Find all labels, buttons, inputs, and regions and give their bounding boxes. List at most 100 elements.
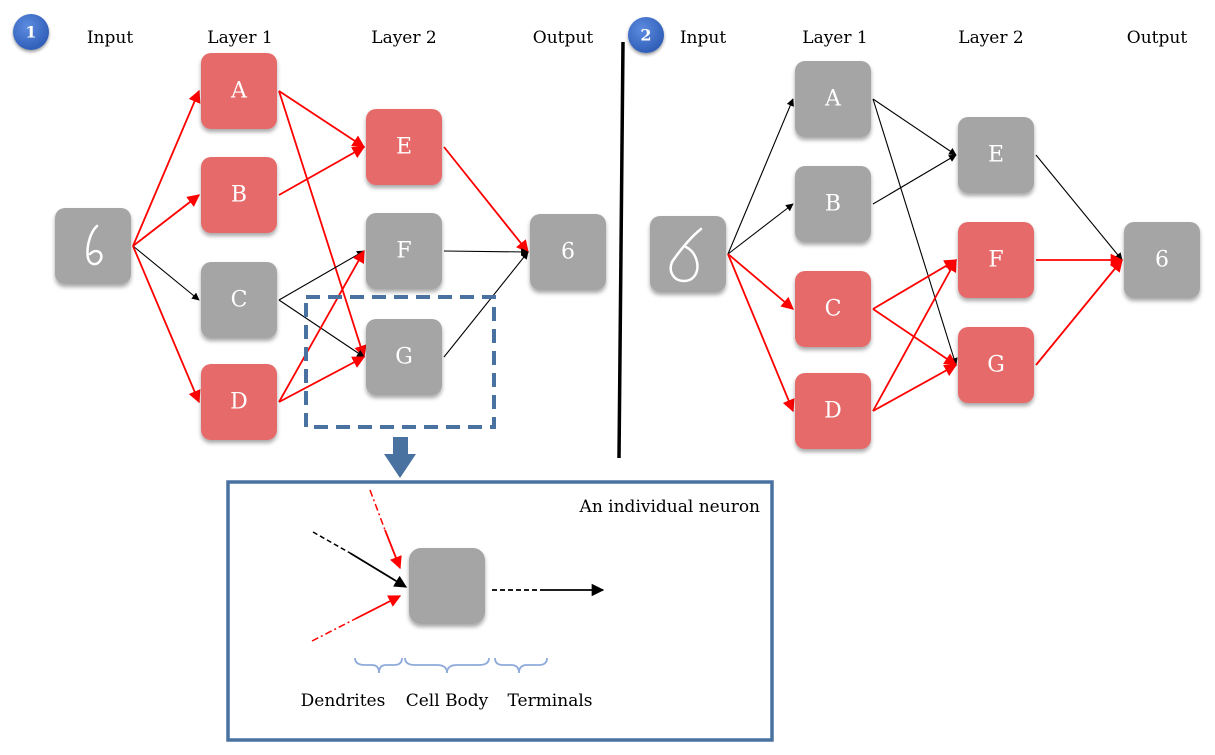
node-box bbox=[201, 53, 277, 129]
neuron-detail-box: An individual neuron Dendrites Cell bbox=[226, 480, 774, 742]
edge-B-to-E bbox=[278, 146, 366, 196]
neuron-box-title: An individual neuron bbox=[579, 497, 761, 517]
node-f: F bbox=[958, 222, 1034, 298]
node-c: C bbox=[795, 271, 871, 347]
panel-1: 1 Input Layer 1 Layer 2 Output A B C D E F G 6 bbox=[13, 14, 606, 478]
column-label-output: Output bbox=[533, 28, 594, 48]
down-arrow-icon bbox=[384, 437, 416, 478]
edge-C-to-G bbox=[278, 299, 365, 358]
node-e: E bbox=[958, 117, 1034, 193]
label-cell-body: Cell Body bbox=[406, 691, 489, 711]
column-label-layer-1: Layer 1 bbox=[802, 28, 867, 48]
node-box bbox=[958, 222, 1034, 298]
brace-dendrites bbox=[354, 657, 403, 674]
panel-2-badge: 2 bbox=[628, 17, 664, 53]
badge-number: 1 bbox=[25, 23, 36, 42]
edge-C-to-F bbox=[278, 250, 365, 301]
node-label: D bbox=[230, 390, 248, 415]
highlight-box-neuron-g bbox=[304, 295, 496, 429]
edge-in-to-C bbox=[132, 245, 200, 301]
node-out: 6 bbox=[1124, 222, 1200, 298]
column-label-layer-2: Layer 2 bbox=[958, 28, 1023, 48]
node-b: B bbox=[201, 157, 277, 233]
node-label: A bbox=[230, 79, 248, 104]
edge-A-to-G bbox=[872, 98, 958, 366]
panel-2-nodes: A B C D E F G 6 bbox=[795, 61, 1200, 449]
column-label-layer-1: Layer 1 bbox=[207, 28, 272, 48]
label-dendrites: Dendrites bbox=[301, 691, 386, 711]
node-label: E bbox=[988, 143, 1004, 168]
panel-1-badge: 1 bbox=[13, 14, 49, 50]
input-digit-zero bbox=[650, 216, 726, 292]
edge-in-to-B bbox=[132, 194, 200, 247]
panel-divider bbox=[617, 41, 625, 459]
node-box bbox=[795, 271, 871, 347]
node-a: A bbox=[201, 53, 277, 129]
node-box bbox=[201, 364, 277, 440]
edge-C-to-F bbox=[872, 259, 958, 310]
node-label: 6 bbox=[1155, 248, 1169, 273]
column-label-input: Input bbox=[680, 28, 726, 48]
badge-number: 2 bbox=[640, 26, 651, 45]
node-box bbox=[795, 61, 871, 137]
node-label: 6 bbox=[561, 240, 575, 265]
node-label: C bbox=[825, 297, 842, 322]
column-label-output: Output bbox=[1127, 28, 1188, 48]
node-label: E bbox=[396, 135, 412, 160]
node-box bbox=[530, 214, 606, 290]
node-box bbox=[958, 117, 1034, 193]
edge-D-to-G bbox=[278, 356, 366, 403]
node-f: F bbox=[366, 213, 442, 289]
node-d: D bbox=[795, 373, 871, 449]
node-label: B bbox=[825, 192, 841, 217]
node-label: D bbox=[824, 399, 842, 424]
edge-in-to-D bbox=[727, 253, 795, 413]
node-box bbox=[201, 262, 277, 338]
edge-in-to-A bbox=[727, 98, 794, 255]
node-label: B bbox=[231, 183, 247, 208]
brace-terminals bbox=[494, 657, 548, 674]
panel-1-nodes: A B C D E F G 6 bbox=[201, 53, 606, 440]
node-label: F bbox=[988, 248, 1003, 273]
node-c: C bbox=[201, 262, 277, 338]
edge-A-to-E bbox=[278, 90, 366, 148]
node-label: F bbox=[396, 239, 411, 264]
edge-in-to-D bbox=[132, 245, 201, 404]
cell-body-node bbox=[409, 548, 485, 624]
node-box bbox=[795, 373, 871, 449]
edge-in-to-A bbox=[132, 89, 201, 247]
panel-2: 2 Input Layer 1 Layer 2 Output A B C D E F G 6 bbox=[628, 17, 1200, 449]
column-label-layer-2: Layer 2 bbox=[371, 28, 436, 48]
node-box bbox=[795, 166, 871, 242]
edge-G-to-out bbox=[1035, 259, 1123, 366]
node-g: G bbox=[958, 327, 1034, 403]
brace-cell-body bbox=[404, 657, 490, 674]
node-box bbox=[366, 213, 442, 289]
edge-E-to-out bbox=[1035, 154, 1123, 261]
edge-in-to-B bbox=[727, 203, 794, 255]
dendrite-input-black bbox=[312, 531, 408, 588]
edge-D-to-F bbox=[872, 258, 957, 412]
edge-G-to-out bbox=[443, 251, 529, 358]
node-label: G bbox=[987, 353, 1005, 378]
edge-D-to-F bbox=[278, 249, 365, 403]
node-box bbox=[958, 327, 1034, 403]
edge-A-to-G bbox=[278, 90, 367, 359]
label-terminals: Terminals bbox=[507, 691, 592, 711]
node-box bbox=[366, 109, 442, 185]
edge-B-to-E bbox=[872, 154, 957, 205]
edge-D-to-G bbox=[872, 364, 958, 412]
node-d: D bbox=[201, 364, 277, 440]
node-label: A bbox=[824, 87, 842, 112]
node-label: G bbox=[395, 345, 413, 370]
node-box bbox=[201, 157, 277, 233]
node-out: 6 bbox=[530, 214, 606, 290]
edge-in-to-C bbox=[727, 253, 794, 310]
dendrite-input-red-top bbox=[369, 489, 402, 570]
edge-F-to-out bbox=[443, 248, 529, 256]
edge-E-to-out bbox=[443, 146, 529, 253]
column-label-input: Input bbox=[87, 28, 133, 48]
node-a: A bbox=[795, 61, 871, 137]
node-b: B bbox=[795, 166, 871, 242]
